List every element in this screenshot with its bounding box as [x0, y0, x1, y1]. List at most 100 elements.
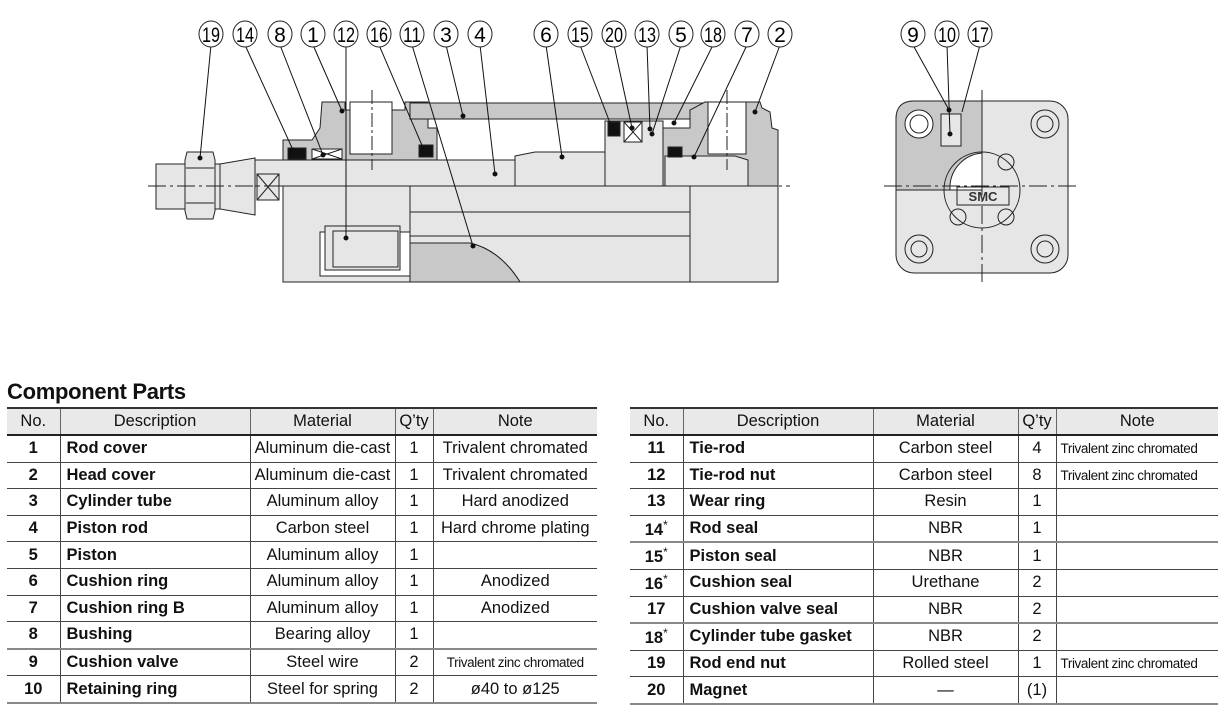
part-number: 10	[7, 675, 61, 704]
part-number-text: 10	[24, 679, 43, 698]
part-material: Carbon steel	[249, 515, 396, 543]
part-description: Piston	[59, 541, 251, 569]
section-title: Component Parts	[7, 379, 186, 404]
part-number: 5	[7, 541, 61, 569]
part-quantity: 1	[394, 595, 434, 623]
callout-circle	[734, 20, 760, 48]
part-number: 9	[7, 648, 61, 677]
table-header-row: No. Description Material Q’ty Note	[7, 408, 597, 436]
callout-circle	[668, 20, 694, 48]
part-quantity: 1	[394, 515, 434, 543]
part-quantity: 2	[1017, 596, 1057, 625]
part-note	[1055, 542, 1218, 570]
part-description: Piston seal	[682, 542, 874, 570]
part-material: NBR	[872, 596, 1019, 625]
part-number: 18*	[630, 623, 684, 651]
header-material: Material	[872, 408, 1019, 436]
part-number-text: 18	[644, 628, 664, 647]
part-description: Cushion valve seal	[682, 596, 874, 625]
callout-number: 6	[540, 24, 552, 47]
part-material: NBR	[872, 515, 1019, 544]
callout-number: 19	[202, 24, 220, 47]
part-description: Cushion ring B	[59, 595, 251, 623]
callout-number: 18	[704, 24, 722, 47]
part-note: Trivalent zinc chromated	[1055, 650, 1218, 678]
callout-circle	[366, 20, 392, 48]
part-note: Trivalent chromated	[432, 462, 597, 490]
part-note	[1055, 623, 1218, 651]
part-description: Piston rod	[59, 515, 251, 543]
callout-circle	[399, 20, 425, 48]
part-number-text: 7	[28, 598, 38, 617]
part-quantity: (1)	[1017, 676, 1057, 705]
callout-number: 14	[236, 24, 254, 47]
part-quantity: 2	[1017, 569, 1057, 597]
callout-number: 13	[638, 24, 656, 47]
part-number: 14*	[630, 515, 684, 544]
part-note: Hard chrome plating	[432, 515, 597, 543]
part-number-text: 16	[644, 574, 664, 593]
part-number-text: 3	[28, 492, 38, 511]
callout-circle	[433, 20, 459, 48]
callout-circle	[267, 20, 293, 48]
part-description: Rod cover	[59, 435, 251, 463]
callout-circle	[967, 20, 993, 48]
part-quantity: 1	[394, 462, 434, 490]
part-note: Anodized	[432, 568, 597, 596]
part-note: Trivalent chromated	[432, 435, 597, 463]
part-note: Trivalent zinc chromated	[432, 648, 597, 677]
part-quantity: 4	[1017, 435, 1057, 463]
header-description: Description	[682, 408, 874, 436]
part-number: 8	[7, 621, 61, 650]
callout-number: 3	[440, 24, 452, 47]
part-material: Aluminum alloy	[249, 488, 396, 516]
part-material: Aluminum alloy	[249, 568, 396, 596]
callout-circle	[198, 20, 224, 48]
part-description: Tie-rod	[682, 435, 874, 463]
callout-circle	[300, 20, 326, 48]
callout-circle	[467, 20, 493, 48]
callout-number: 9	[907, 24, 919, 47]
part-quantity: 1	[394, 568, 434, 596]
part-number-text: 9	[28, 653, 38, 672]
part-number-text: 11	[647, 439, 665, 458]
callout-circle	[767, 20, 793, 48]
replacement-part-marker: *	[663, 517, 668, 532]
callout-number: 10	[938, 24, 956, 47]
callout-number: 8	[274, 24, 286, 47]
part-material: Aluminum die-cast	[249, 435, 396, 463]
part-number-text: 13	[647, 492, 666, 511]
callout-number: 4	[474, 24, 486, 47]
part-number-text: 14	[644, 520, 664, 539]
part-description: Magnet	[682, 676, 874, 705]
part-description: Wear ring	[682, 488, 874, 516]
part-description: Rod end nut	[682, 650, 874, 678]
part-number: 11	[630, 435, 684, 463]
part-number-text: 19	[647, 654, 666, 673]
part-note	[1055, 488, 1218, 516]
part-note	[1055, 596, 1218, 625]
part-material: Steel wire	[249, 648, 396, 677]
header-no: No.	[630, 408, 684, 436]
part-number: 16*	[630, 569, 684, 597]
part-quantity: 1	[1017, 488, 1057, 516]
part-note: Hard anodized	[432, 488, 597, 516]
part-description: Cylinder tube gasket	[682, 623, 874, 651]
part-number-text: 5	[28, 545, 38, 564]
callout-circle	[700, 20, 726, 48]
callout-circle	[232, 20, 258, 48]
part-note	[1055, 515, 1218, 544]
rod-seal	[287, 147, 307, 160]
part-note	[1055, 569, 1218, 597]
part-number-text: 15	[644, 548, 664, 567]
part-material: Steel for spring	[249, 675, 396, 704]
part-number: 20	[630, 676, 684, 705]
